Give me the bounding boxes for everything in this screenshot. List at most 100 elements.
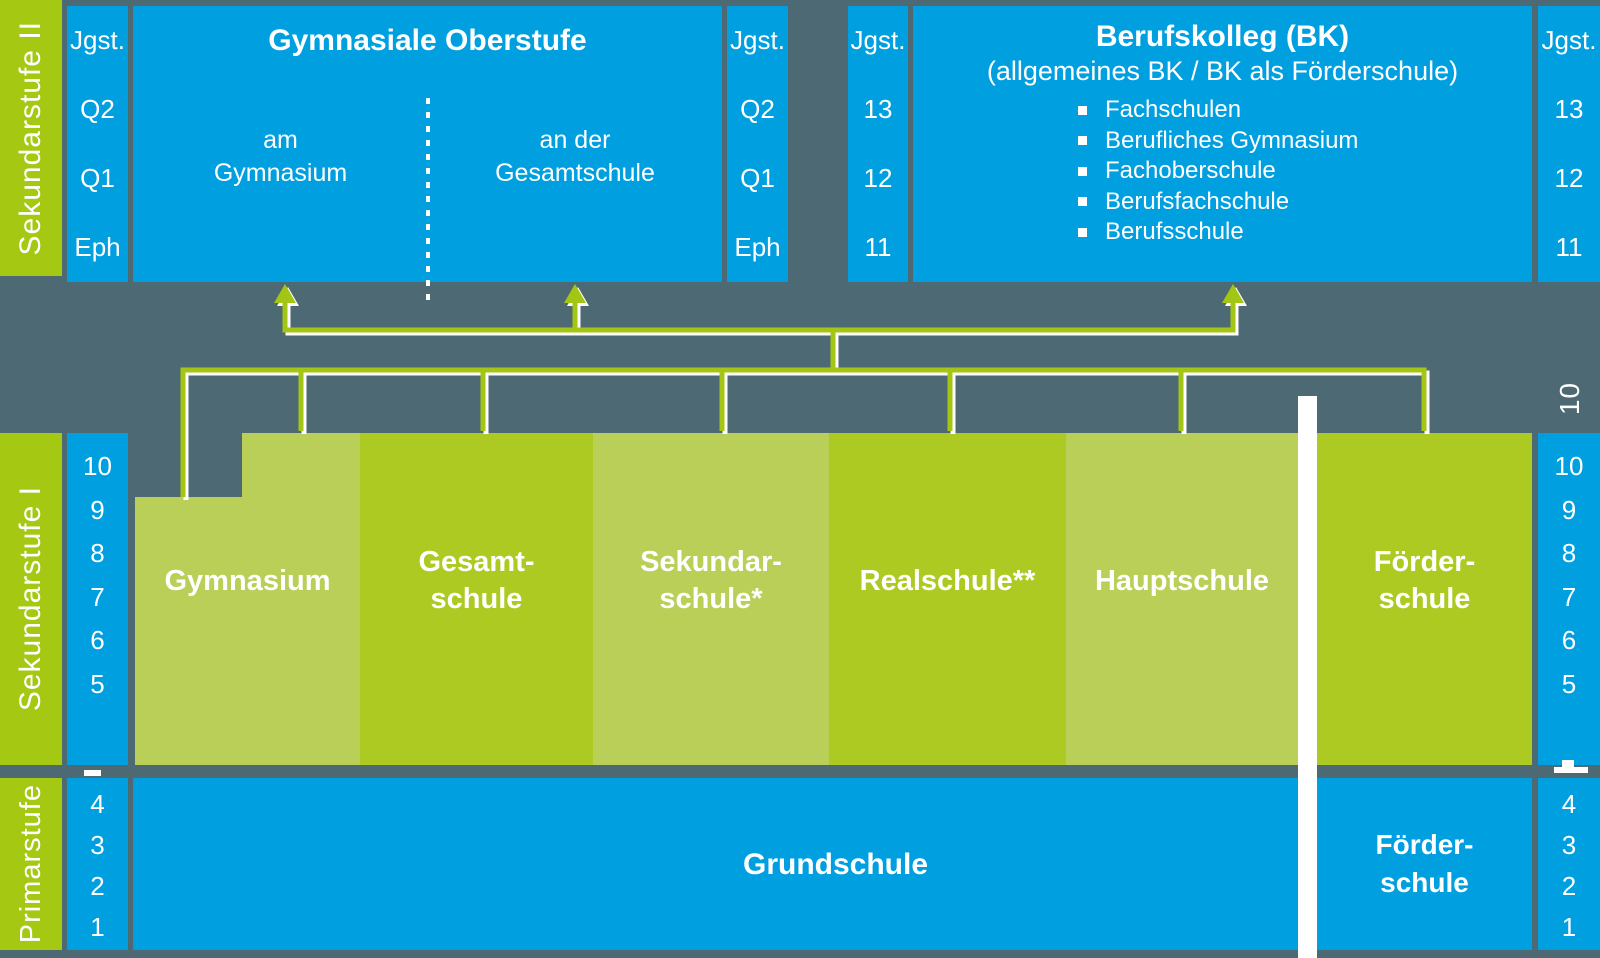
grade-cell: 1 xyxy=(90,912,105,942)
grade-cell: Eph xyxy=(74,232,121,262)
grade-column-sek1-right: 10 9 8 7 6 5 xyxy=(1538,433,1600,765)
school-label-line1: Förder- xyxy=(1373,546,1476,578)
dotted-divider-line xyxy=(426,98,430,300)
school-label: Gesamt- schule xyxy=(418,544,534,618)
sidebar-sekundarstufe-1-label: Sekundarstufe I xyxy=(14,486,47,712)
school-label-line1: Realschule** xyxy=(859,564,1036,597)
grade-cell: 12 xyxy=(863,163,893,193)
box-hauptschule: Hauptschule xyxy=(1066,433,1298,765)
oberstufe-an-gesamtschule: an der Gesamtschule xyxy=(428,124,722,190)
grade-cell: 8 xyxy=(1561,538,1577,569)
white-tick-left xyxy=(84,770,101,776)
grade-cell: 11 xyxy=(1555,232,1583,262)
box-grundschule: Grundschule xyxy=(133,778,1298,950)
grade-cell: Eph xyxy=(734,232,781,262)
school-label: Realschule** xyxy=(860,563,1036,600)
school-label: Förder- schule xyxy=(1376,826,1474,902)
grade-cell: Q2 xyxy=(80,94,115,124)
grade-column-primar-left: 4 3 2 1 xyxy=(67,778,128,950)
grade-cell: 5 xyxy=(1561,668,1577,699)
school-label-line1: Förder- xyxy=(1375,829,1474,860)
school-label: Gymnasium xyxy=(165,563,331,600)
separator-bar xyxy=(1298,396,1317,958)
school-label-line1: Hauptschule xyxy=(1094,564,1270,597)
bk-school-list: Fachschulen Berufliches Gymnasium Fachob… xyxy=(1078,95,1532,248)
list-item: Berufsfachschule xyxy=(1078,187,1532,218)
grundschule-label: Grundschule xyxy=(742,847,929,881)
box-sekundarschule: Sekundar- schule* xyxy=(593,433,829,765)
grade-cell: 4 xyxy=(1561,789,1577,819)
grade-column-header: Jgst. xyxy=(730,25,785,55)
list-item-label: Berufsschule xyxy=(1105,218,1244,246)
grade-column-header: Jgst. xyxy=(70,25,125,55)
grade-cell: 6 xyxy=(1561,625,1577,656)
sidebar-primarstufe: Primarstufe xyxy=(0,778,62,950)
grade-cell: 2 xyxy=(90,871,105,901)
grade-cell: Q2 xyxy=(740,94,775,124)
list-item: Fachoberschule xyxy=(1078,156,1532,187)
grade-cell: Q1 xyxy=(740,163,775,193)
oberstufe-am-line1: am xyxy=(263,126,298,154)
sidebar-primarstufe-label: Primarstufe xyxy=(14,784,47,944)
school-label-line2: schule xyxy=(430,583,523,615)
list-item-label: Fachschulen xyxy=(1105,96,1242,124)
grade-cell: 8 xyxy=(90,538,105,569)
grade-column-bk-right: Jgst. 13 12 11 xyxy=(1538,6,1600,282)
school-label-line2: schule xyxy=(1378,583,1471,615)
square-bullet-icon xyxy=(1078,166,1087,176)
grade-cell: 6 xyxy=(90,625,105,656)
grade-cell: 9 xyxy=(90,494,105,525)
grade-cell: 7 xyxy=(90,581,105,612)
list-item-label: Fachoberschule xyxy=(1105,157,1276,185)
floating-rotated-grade-10: 10 xyxy=(1544,377,1596,421)
oberstufe-an-line2: Gesamtschule xyxy=(495,159,655,187)
list-item: Berufsschule xyxy=(1078,217,1532,248)
grade-column-sek1-left: 10 9 8 7 6 5 xyxy=(67,433,128,765)
arrow-up-icon xyxy=(564,284,586,303)
school-label-line2: schule xyxy=(1380,867,1469,898)
bk-title: Berufskolleg (BK) xyxy=(1095,20,1350,53)
upper-connector-line xyxy=(282,302,1236,370)
school-label: Förder- schule xyxy=(1374,544,1476,618)
square-bullet-icon xyxy=(1078,136,1087,146)
box-berufskolleg: Berufskolleg (BK) (allgemeines BK / BK a… xyxy=(913,6,1532,282)
grade-column-primar-right: 4 3 2 1 xyxy=(1538,778,1600,950)
grade-column-oberstufe-left: Jgst. Q2 Q1 Eph xyxy=(67,6,128,282)
square-bullet-icon xyxy=(1078,197,1087,207)
floating-grade-label: 10 xyxy=(1554,382,1585,416)
grade-cell: 3 xyxy=(90,830,105,860)
arrow-up-icon xyxy=(1222,284,1244,303)
grade-cell: Q1 xyxy=(80,163,115,193)
list-item: Berufliches Gymnasium xyxy=(1078,126,1532,157)
school-label: Hauptschule xyxy=(1095,563,1269,600)
grade-cell: 3 xyxy=(1561,830,1577,860)
grade-column-bk-left: Jgst. 13 12 11 xyxy=(848,6,908,282)
white-tick-right-bump xyxy=(1562,760,1574,768)
arrow-up-icon xyxy=(274,284,296,303)
grade-cell: 11 xyxy=(864,232,892,262)
grade-cell: 9 xyxy=(1561,494,1577,525)
grade-cell: 4 xyxy=(90,789,105,819)
grade-column-header: Jgst. xyxy=(1541,25,1597,55)
grade-cell: 10 xyxy=(83,451,112,482)
school-label-line1: Sekundar- xyxy=(640,546,782,578)
box-foerderschule-primar: Förder- schule xyxy=(1317,778,1532,950)
oberstufe-an-line1: an der xyxy=(539,126,611,154)
grade-cell: 7 xyxy=(1561,581,1577,612)
grade-cell: 13 xyxy=(1554,94,1584,124)
square-bullet-icon xyxy=(1078,105,1087,115)
box-gymnasium: Gymnasium xyxy=(135,433,360,765)
grade-column-header: Jgst. xyxy=(850,25,906,55)
gymnasium-label-wrap: Gymnasium xyxy=(135,433,360,765)
sidebar-sekundarstufe-1: Sekundarstufe I xyxy=(0,433,62,765)
box-realschule: Realschule** xyxy=(829,433,1066,765)
sidebar-sekundarstufe-2-label: Sekundarstufe II xyxy=(14,20,47,256)
white-tick-right xyxy=(1554,767,1588,773)
sidebar-sekundarstufe-2: Sekundarstufe II xyxy=(0,0,62,276)
bk-subtitle: (allgemeines BK / BK als Förderschule) xyxy=(986,56,1459,86)
oberstufe-title: Gymnasiale Oberstufe xyxy=(268,24,587,57)
list-item-label: Berufliches Gymnasium xyxy=(1105,126,1359,154)
list-item: Fachschulen xyxy=(1078,95,1532,126)
oberstufe-am-gymnasium: am Gymnasium xyxy=(133,124,428,190)
